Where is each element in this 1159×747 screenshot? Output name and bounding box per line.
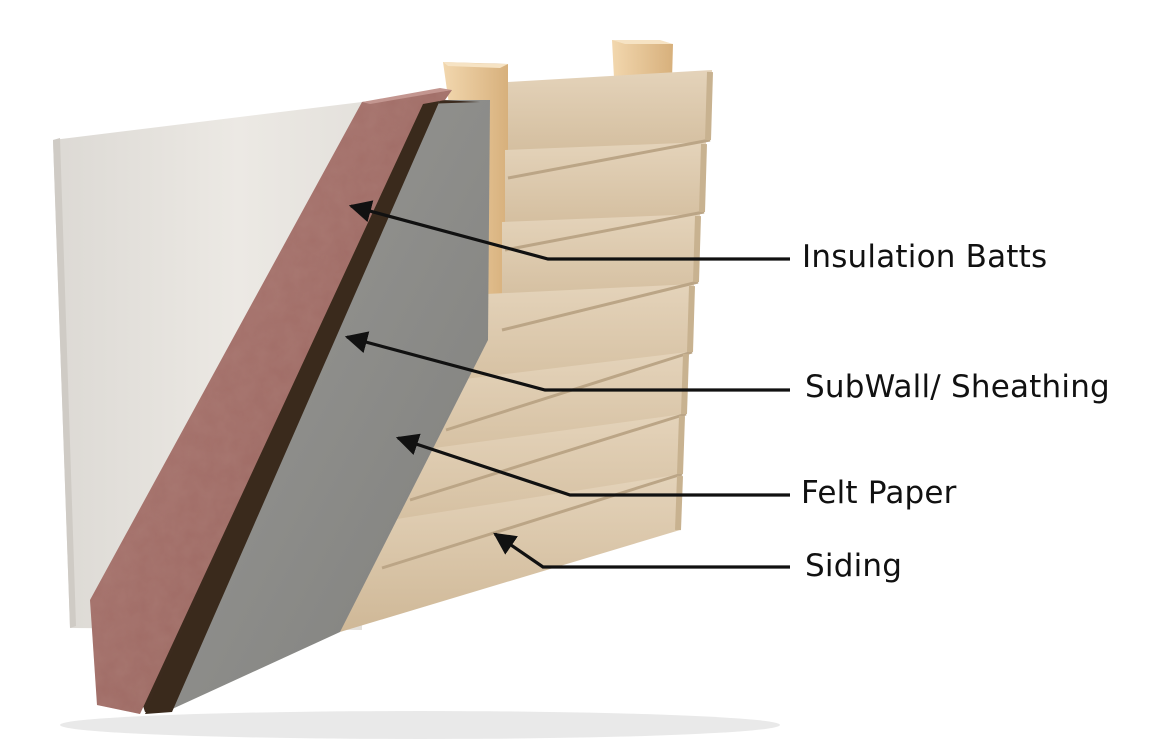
label-felt-paper: Felt Paper xyxy=(801,475,957,511)
label-subwall-sheathing: SubWall/ Sheathing xyxy=(805,369,1110,405)
felt-paper-layer xyxy=(170,100,490,710)
insulation-batts-layer xyxy=(90,88,452,714)
leader-siding xyxy=(493,532,790,569)
leader-insulation xyxy=(348,200,790,261)
floor-shadow xyxy=(60,711,780,739)
leader-lines xyxy=(344,200,790,569)
wall-stud-right xyxy=(612,40,673,80)
sheathing-layer xyxy=(138,100,480,714)
leader-felt xyxy=(395,433,790,497)
label-insulation-batts: Insulation Batts xyxy=(802,239,1048,275)
label-siding: Siding xyxy=(805,548,903,584)
leader-subwall xyxy=(344,331,790,392)
